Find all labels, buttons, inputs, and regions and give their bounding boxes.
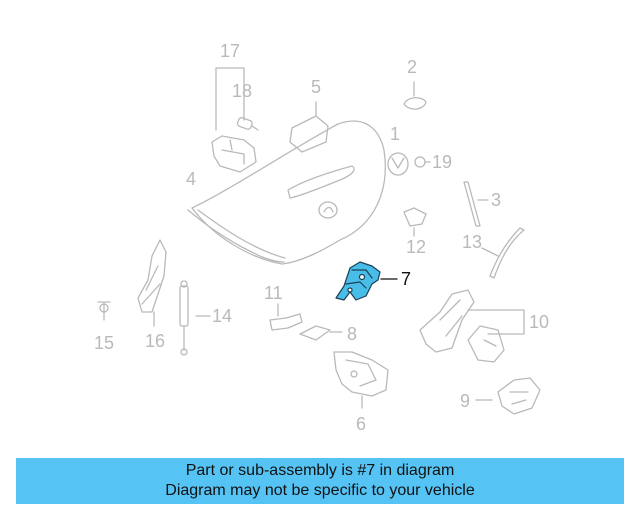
caption-line-1: Part or sub-assembly is #7 in diagram — [185, 462, 455, 479]
part-9-latch — [475, 377, 541, 415]
callout-15: 15 — [94, 333, 115, 353]
callout-5: 5 — [311, 77, 322, 97]
part-14-strut — [179, 280, 211, 356]
callout-13: 13 — [462, 232, 483, 252]
callout-19: 19 — [432, 152, 453, 172]
part-15-clip — [97, 301, 111, 321]
callout-16: 16 — [145, 331, 166, 351]
parts-diagram: 17 18 5 2 1 19 4 3 12 13 7 11 14 10 15 1… — [94, 41, 550, 434]
callout-14: 14 — [212, 306, 233, 326]
callout-9: 9 — [460, 391, 471, 411]
part-1-hood — [191, 120, 386, 265]
callout-3: 3 — [491, 190, 502, 210]
part-19-badge — [387, 152, 431, 176]
part-13-cable — [481, 227, 525, 279]
part-10-hinge — [419, 289, 525, 363]
callout-17: 17 — [220, 41, 241, 61]
part-16-bracket — [137, 239, 167, 327]
caption-banner: Part or sub-assembly is #7 in diagram Di… — [16, 458, 624, 504]
callout-11: 11 — [264, 283, 283, 303]
part-3-strip — [463, 181, 489, 227]
callout-12: 12 — [406, 237, 427, 257]
part-12-fastener — [403, 207, 427, 237]
part-8-pad — [299, 325, 343, 341]
callout-2: 2 — [407, 57, 418, 77]
callout-6: 6 — [356, 414, 367, 434]
callout-10: 10 — [529, 312, 550, 332]
callout-4: 4 — [186, 169, 197, 189]
part-11-bolt — [269, 303, 303, 331]
callout-1: 1 — [390, 124, 401, 144]
part-18-bulb — [236, 117, 259, 131]
part-2-plug — [403, 81, 427, 110]
caption-line-2: Diagram may not be specific to your vehi… — [165, 482, 475, 499]
part-17-assembly — [211, 67, 257, 173]
callout-18: 18 — [232, 81, 253, 101]
part-5-emblem — [289, 101, 329, 153]
parts-diagram-drawing — [97, 67, 541, 415]
part-6-latch — [333, 351, 389, 409]
part-4-pad — [187, 209, 285, 263]
callout-7: 7 — [401, 269, 412, 289]
callout-8: 8 — [347, 324, 358, 344]
part-7-hinge — [335, 261, 381, 301]
